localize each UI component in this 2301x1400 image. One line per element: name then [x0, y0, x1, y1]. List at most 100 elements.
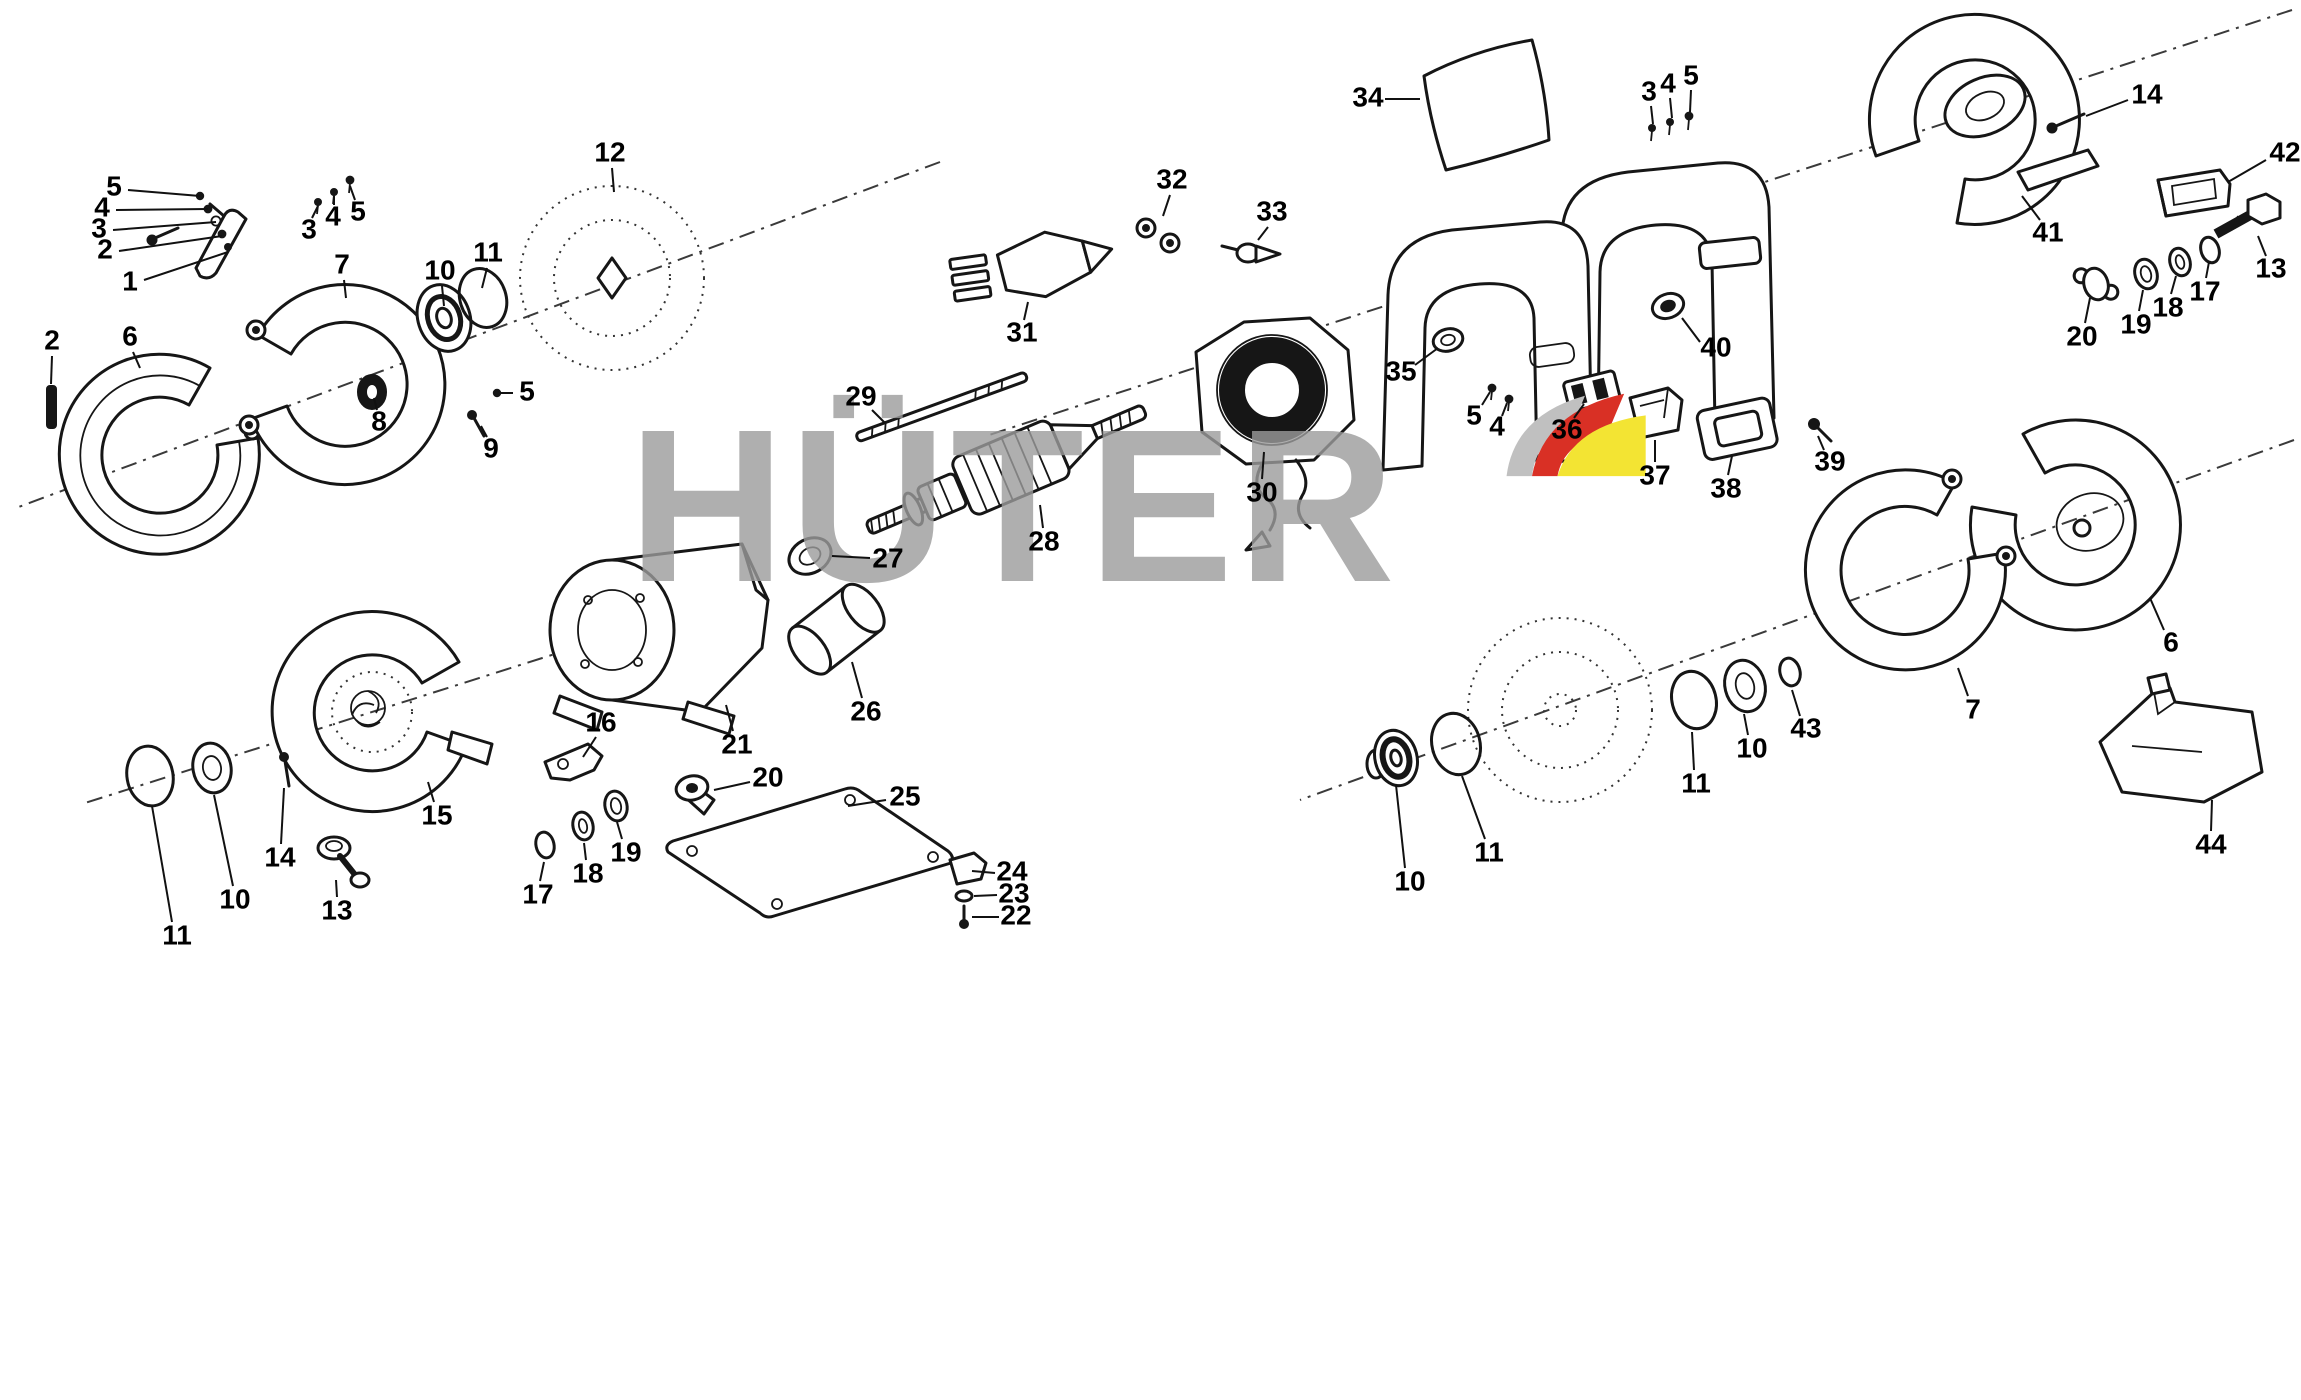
- part-number-label: 43: [1790, 712, 1821, 743]
- leader-line: [115, 208, 209, 211]
- part-number-label: 6: [122, 320, 138, 351]
- part-3-4-5-screws-left: [314, 175, 355, 215]
- leader-line: [1461, 775, 1486, 840]
- part-number-label: 31: [1006, 316, 1037, 347]
- part-number-label: 28: [1028, 525, 1059, 556]
- part-number-label: 11: [473, 236, 503, 267]
- part-10-bearing-lower-left: [191, 741, 233, 795]
- huter-logo-icon: [1506, 393, 1646, 477]
- part-15-guard-lower-left: [270, 610, 494, 813]
- leader-line: [349, 185, 356, 201]
- part-number-label: 44: [2195, 828, 2227, 859]
- watermark-text: HÜTER: [628, 385, 1399, 628]
- part-number-label: 39: [1814, 445, 1845, 476]
- leader-line: [1681, 317, 1701, 343]
- part-number-label: 14: [264, 841, 296, 872]
- part-number-label: 8: [371, 405, 387, 436]
- part-14-screw-top-right: [2046, 112, 2086, 134]
- leader-line: [1669, 97, 1673, 119]
- part-number-label: 20: [752, 761, 783, 792]
- part-number-label: 3: [1641, 75, 1657, 106]
- logo-yellow-sail: [1557, 415, 1646, 477]
- part-11-ring-left: [457, 267, 509, 329]
- leader-line: [1743, 713, 1749, 736]
- part-40-grommet: [1650, 291, 1686, 321]
- leader-line: [847, 799, 887, 807]
- part-31-terminal-block: [948, 230, 1114, 303]
- part-number-label: 7: [1965, 693, 1981, 724]
- part-10-flange-left: [415, 283, 473, 353]
- part-33-connector: [1220, 242, 1282, 264]
- leader-line: [311, 205, 319, 219]
- part-number-label: 21: [721, 728, 752, 759]
- part-number-label: 17: [522, 878, 553, 909]
- part-20-wing-nut-right: [2072, 266, 2120, 302]
- part-number-label: 4: [1489, 410, 1505, 441]
- leader-line: [481, 267, 488, 289]
- part-43-ring: [1778, 656, 1802, 688]
- leader-line: [871, 409, 886, 424]
- leader-line: [1395, 784, 1406, 869]
- logo-red-swoosh: [1532, 393, 1625, 477]
- leader-line: [2257, 235, 2267, 257]
- leader-line: [127, 189, 201, 197]
- part-number-label: 5: [350, 195, 366, 226]
- leader-line: [373, 397, 378, 411]
- leader-line: [335, 879, 338, 898]
- part-number-label: 18: [2152, 291, 2183, 322]
- part-number-label: 40: [1700, 331, 1731, 362]
- part-28-rotor-shaft: [865, 404, 1148, 535]
- leader-line: [1162, 194, 1171, 217]
- leader-line: [582, 736, 597, 758]
- part-41-wheel-guard-top-right: [1867, 12, 2100, 226]
- leader-line: [1261, 451, 1265, 480]
- leader-line: [151, 805, 173, 923]
- leader-line: [441, 285, 445, 307]
- part-number-label: 26: [850, 695, 881, 726]
- leader-line: [973, 894, 998, 897]
- part-number-label: 38: [1710, 472, 1741, 503]
- part-number-label: 18: [572, 857, 603, 888]
- part-12-grinding-wheel-left: [519, 185, 705, 371]
- part-19-washer-lower: [603, 789, 629, 823]
- part-20-flange-lower: [674, 774, 716, 816]
- leader-line: [1023, 301, 1029, 321]
- part-10-flange-right: [1365, 728, 1419, 788]
- part-39-screw: [1808, 418, 1833, 443]
- leader-line: [616, 821, 623, 840]
- part-13-bolt-right: [2213, 192, 2282, 239]
- part-number-label: 36: [1551, 413, 1582, 444]
- part-number-label: 5: [1683, 59, 1699, 90]
- leader-line: [213, 794, 234, 887]
- part-29-threaded-rod: [855, 371, 1029, 443]
- leader-line: [2084, 297, 2091, 324]
- part-number-label: 3: [91, 212, 107, 243]
- part-number-label: 10: [1394, 865, 1425, 896]
- part-number-label: 13: [321, 894, 352, 925]
- part-number-label: 34: [1352, 81, 1384, 112]
- leader-line: [1573, 403, 1585, 419]
- leader-line: [713, 781, 751, 791]
- part-number-label: 4: [94, 191, 110, 222]
- part-number-label: 37: [1639, 459, 1670, 490]
- leader-line: [611, 167, 615, 193]
- part-number-label: 6: [2163, 626, 2179, 657]
- part-17-washer-right: [2199, 235, 2221, 265]
- leader-line: [1957, 667, 1969, 697]
- leader-line: [112, 221, 217, 231]
- logo-gray-swoosh: [1506, 395, 1585, 477]
- part-number-label: 29: [845, 380, 876, 411]
- part-number-label: 5: [519, 375, 535, 406]
- part-number-label: 4: [325, 200, 341, 231]
- leader-line: [1791, 689, 1801, 717]
- part-16-bracket: [543, 742, 604, 782]
- part-25-base-plate: [665, 786, 954, 919]
- part-11-ring-lower-left: [125, 744, 175, 808]
- part-44-tool-rest: [2098, 672, 2264, 804]
- part-11-ring-right: [1670, 669, 1718, 731]
- part-17-ring-lower: [534, 830, 556, 860]
- part-21-motor-body: [548, 542, 770, 736]
